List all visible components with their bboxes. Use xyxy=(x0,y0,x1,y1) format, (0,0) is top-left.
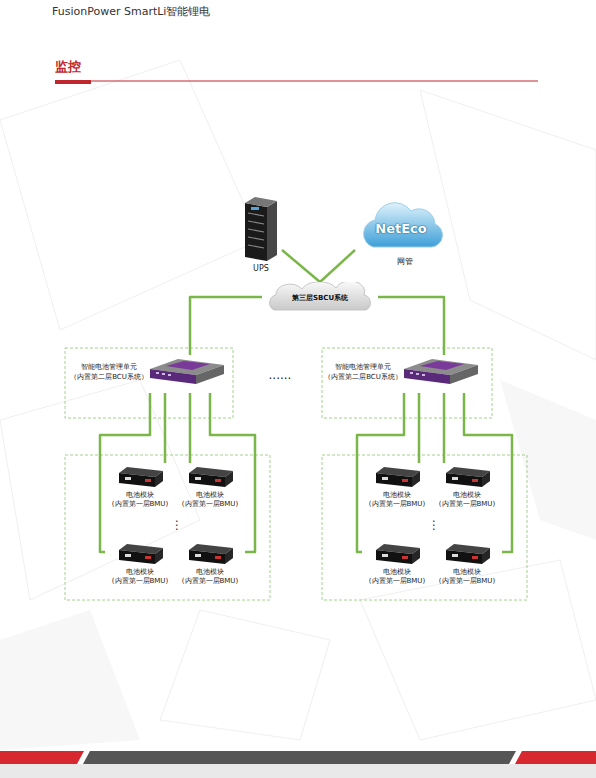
battery-management-unit: 智能电池管理单元 （内置第二层BCU系统） xyxy=(322,355,487,393)
battery-icon-wrap xyxy=(115,540,165,570)
cable-connector xyxy=(189,393,192,463)
battery-module: 电池模块 (内置第一层BMU) xyxy=(105,463,175,513)
section-title: 监控 xyxy=(55,58,81,76)
battery-icon xyxy=(185,463,235,489)
cable-connector xyxy=(443,393,446,463)
battery-icon-wrap xyxy=(185,463,235,493)
ups-cabinet-icon-wrap xyxy=(241,195,281,267)
module-label: 电池模块 (内置第一层BMU) xyxy=(362,568,432,586)
cable-connector xyxy=(320,250,355,282)
module-label: 电池模块 (内置第一层BMU) xyxy=(105,491,175,509)
battery-icon xyxy=(115,540,165,566)
battery-icon-wrap xyxy=(372,540,422,570)
battery-icon xyxy=(372,540,422,566)
cloud-title: 第三层SBCU系统 xyxy=(262,292,378,304)
cable-connector xyxy=(190,297,262,355)
battery-icon-wrap xyxy=(442,463,492,493)
battery-module: 电池模块 (内置第一层BMU) xyxy=(175,540,245,590)
cable-connector xyxy=(378,297,444,355)
module-label: 电池模块 (内置第一层BMU) xyxy=(175,491,245,509)
battery-module: 电池模块 (内置第一层BMU) xyxy=(105,540,175,590)
module-label: 电池模块 (内置第一层BMU) xyxy=(432,568,502,586)
battery-icon-wrap xyxy=(372,463,422,493)
unit-label: 智能电池管理单元 （内置第二层BCU系统） xyxy=(68,362,150,382)
bcu-device-icon-wrap xyxy=(148,357,226,391)
bcu-device-icon xyxy=(402,357,480,387)
cable-connector xyxy=(282,250,320,282)
free-label: ...... xyxy=(262,368,298,382)
module-label: 电池模块 (内置第一层BMU) xyxy=(175,568,245,586)
ups-cabinet-icon xyxy=(241,195,281,263)
cable-connector xyxy=(418,393,421,463)
free-label: ⋮ xyxy=(427,518,441,532)
module-label: 电池模块 (内置第一层BMU) xyxy=(105,568,175,586)
cloud-caption: 网管 xyxy=(380,257,430,267)
free-label: ⋮ xyxy=(170,518,184,532)
battery-icon-wrap xyxy=(442,540,492,570)
cable-connector xyxy=(164,393,167,463)
cloud-title: NetEco xyxy=(363,221,439,237)
bcu-device-icon-wrap xyxy=(402,357,480,391)
battery-icon xyxy=(115,463,165,489)
node-label: UPS xyxy=(240,264,282,274)
module-label: 电池模块 (内置第一层BMU) xyxy=(362,491,432,509)
bcu-device-icon xyxy=(148,357,226,387)
battery-icon-wrap xyxy=(115,463,165,493)
battery-module: 电池模块 (内置第一层BMU) xyxy=(362,463,432,513)
battery-management-unit: 智能电池管理单元 （内置第二层BCU系统） xyxy=(68,355,228,393)
battery-icon xyxy=(442,540,492,566)
battery-icon xyxy=(185,540,235,566)
battery-module: 电池模块 (内置第一层BMU) xyxy=(432,540,502,590)
free-label: FusionPower SmartLi智能锂电 xyxy=(52,5,210,19)
cloud-node: 第三层SBCU系统 xyxy=(262,282,378,312)
battery-module: 电池模块 (内置第一层BMU) xyxy=(362,540,432,590)
battery-icon xyxy=(372,463,422,489)
battery-module: 电池模块 (内置第一层BMU) xyxy=(432,463,502,513)
cloud-node: NetEco 网管 xyxy=(355,195,445,270)
battery-icon xyxy=(442,463,492,489)
ups-node: UPS xyxy=(240,195,282,277)
battery-module: 电池模块 (内置第一层BMU) xyxy=(175,463,245,513)
module-label: 电池模块 (内置第一层BMU) xyxy=(432,491,502,509)
battery-icon-wrap xyxy=(185,540,235,570)
unit-label: 智能电池管理单元 （内置第二层BCU系统） xyxy=(322,362,404,382)
